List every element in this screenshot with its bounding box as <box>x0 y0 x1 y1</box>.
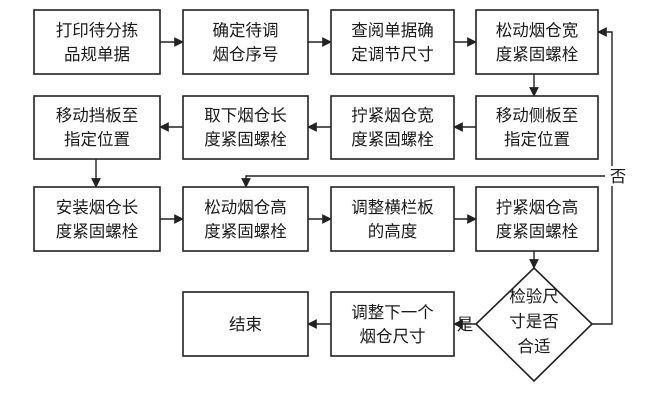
step-tighten-width-bolts-line-2: 度紧固螺栓 <box>351 130 434 149</box>
step-confirm-bin: 确定待调 烟仓序号 <box>182 9 309 75</box>
step-install-length-bolts-line-2: 度紧固螺栓 <box>56 222 139 241</box>
step-remove-length-bolts-line-1: 取下烟仓长 <box>204 106 287 125</box>
decision-size-check-line-1: 检验尺 <box>509 287 559 306</box>
decision-size-check-line-2: 寸是否 <box>509 312 559 331</box>
step-confirm-bin-line-2: 烟仓序号 <box>213 45 279 64</box>
decision-size-check-line-3: 合适 <box>518 337 551 356</box>
step-remove-length-bolts: 取下烟仓长 度紧固螺栓 <box>182 95 309 160</box>
step-check-size: 查阅单据确 定调节尺寸 <box>330 9 455 75</box>
step-print-list-line-1: 打印待分拣 <box>56 21 139 40</box>
step-confirm-bin-line-1: 确定待调 <box>213 21 279 40</box>
step-install-length-bolts-line-1: 安装烟仓长 <box>56 198 139 217</box>
step-move-baffle: 移动挡板至 指定位置 <box>33 95 161 160</box>
end-node-label: 结束 <box>229 315 262 334</box>
step-install-length-bolts: 安装烟仓长 度紧固螺栓 <box>33 186 161 252</box>
step-adjust-rail-height-line-1: 调整横栏板 <box>351 198 434 217</box>
step-adjust-next-bin-line-1: 调整下一个 <box>351 303 434 322</box>
step-remove-length-bolts-line-2: 度紧固螺栓 <box>204 130 287 149</box>
step-check-size-line-2: 定调节尺寸 <box>351 45 434 64</box>
edge-label-yes: 是 <box>457 315 474 334</box>
step-loosen-width-bolts-line-2: 度紧固螺栓 <box>496 45 579 64</box>
step-move-baffle-line-2: 指定位置 <box>64 130 130 149</box>
edge-label-no-bg <box>605 166 631 186</box>
step-print-list: 打印待分拣 品规单据 <box>33 9 161 75</box>
step-print-list-line-2: 品规单据 <box>64 45 130 64</box>
step-adjust-rail-height: 调整横栏板 的高度 <box>330 186 455 252</box>
edge-label-no: 否 <box>610 167 627 186</box>
step-tighten-height-bolts-line-1: 拧紧烟仓高 <box>496 198 579 217</box>
step-loosen-height-bolts: 松动烟仓高 度紧固螺栓 <box>182 186 309 252</box>
step-loosen-width-bolts: 松动烟仓宽 度紧固螺栓 <box>475 9 599 75</box>
step-adjust-rail-height-line-2: 的高度 <box>368 222 418 241</box>
flow-nodes: 打印待分拣 品规单据 确定待调 烟仓序号 查阅单据确 定调节尺寸 松动烟仓宽 度… <box>33 9 599 383</box>
decision-size-check: 检验尺 寸是否 合适 <box>474 266 594 383</box>
step-adjust-next-bin: 调整下一个 烟仓尺寸 <box>330 291 455 357</box>
step-check-size-line-1: 查阅单据确 <box>351 21 434 40</box>
step-adjust-next-bin-line-2: 烟仓尺寸 <box>360 327 426 346</box>
end-node: 结束 <box>182 291 309 357</box>
step-move-side-plate: 移动侧板至 指定位置 <box>475 95 599 160</box>
step-tighten-height-bolts: 拧紧烟仓高 度紧固螺栓 <box>475 186 599 252</box>
step-loosen-width-bolts-line-1: 松动烟仓宽 <box>496 21 579 40</box>
step-tighten-width-bolts: 拧紧烟仓宽 度紧固螺栓 <box>330 95 455 160</box>
step-loosen-height-bolts-line-2: 度紧固螺栓 <box>204 222 287 241</box>
step-loosen-height-bolts-line-1: 松动烟仓高 <box>204 198 287 217</box>
step-move-side-plate-line-2: 指定位置 <box>504 130 570 149</box>
loop-no-branch <box>241 175 612 188</box>
step-tighten-height-bolts-line-2: 度紧固螺栓 <box>496 222 579 241</box>
step-tighten-width-bolts-line-1: 拧紧烟仓宽 <box>351 106 434 125</box>
step-move-baffle-line-1: 移动挡板至 <box>56 106 139 125</box>
step-move-side-plate-line-1: 移动侧板至 <box>496 106 579 125</box>
